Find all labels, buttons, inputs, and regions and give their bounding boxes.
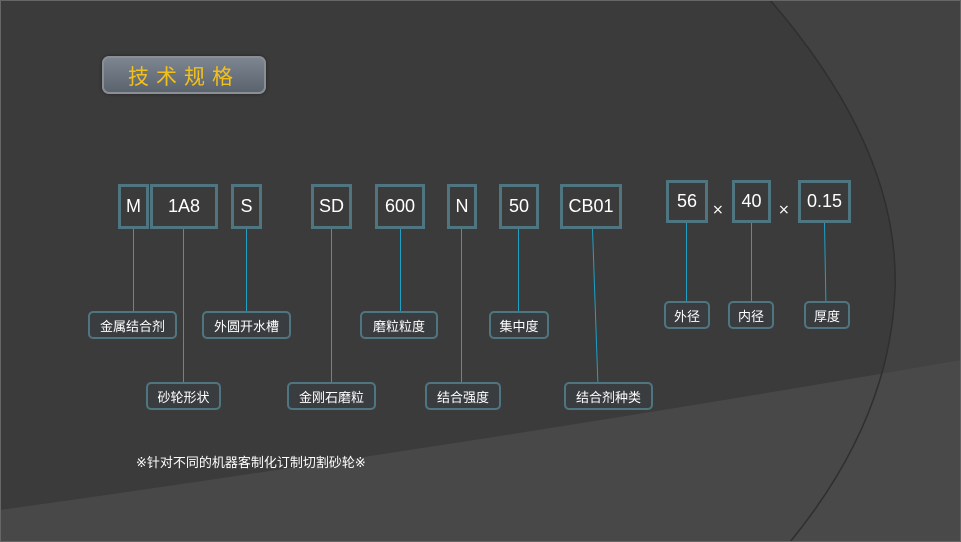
code-box-concentration: 50 bbox=[499, 184, 539, 229]
code-box-grit: 600 bbox=[375, 184, 425, 229]
label-bond: 金属结合剂 bbox=[88, 311, 177, 339]
connector bbox=[246, 229, 247, 311]
label-grit: 磨粒粒度 bbox=[360, 311, 438, 339]
label-concentration: 集中度 bbox=[489, 311, 549, 339]
label-shape: 砂轮形状 bbox=[146, 382, 221, 410]
code-box-shape: 1A8 bbox=[150, 184, 218, 229]
code-box-slot: S bbox=[231, 184, 262, 229]
code-box-outer-diameter: 56 bbox=[666, 180, 708, 223]
code-box-bond: M bbox=[118, 184, 149, 229]
code-box-thickness: 0.15 bbox=[798, 180, 851, 223]
label-thickness: 厚度 bbox=[804, 301, 850, 329]
code-box-inner-diameter: 40 bbox=[732, 180, 771, 223]
connector bbox=[400, 229, 401, 311]
connector bbox=[133, 229, 134, 311]
times-sign: × bbox=[712, 202, 724, 218]
slide-title: 技术规格 bbox=[102, 56, 266, 94]
label-outer-diameter: 外径 bbox=[664, 301, 710, 329]
connector bbox=[331, 229, 332, 382]
code-box-abrasive: SD bbox=[311, 184, 352, 229]
connector bbox=[461, 229, 462, 382]
label-slot: 外圆开水槽 bbox=[202, 311, 291, 339]
footnote: ※针对不同的机器客制化订制切割砂轮※ bbox=[136, 456, 366, 471]
connector bbox=[518, 229, 519, 311]
connector bbox=[183, 229, 184, 382]
label-inner-diameter: 内径 bbox=[728, 301, 774, 329]
code-box-hardness: N bbox=[447, 184, 477, 229]
connector bbox=[751, 223, 752, 301]
label-bond-type: 结合剂种类 bbox=[564, 382, 653, 410]
code-box-bond-type: CB01 bbox=[560, 184, 622, 229]
times-sign: × bbox=[778, 202, 790, 218]
label-abrasive: 金刚石磨粒 bbox=[287, 382, 376, 410]
label-hardness: 结合强度 bbox=[425, 382, 501, 410]
connector bbox=[686, 223, 687, 301]
